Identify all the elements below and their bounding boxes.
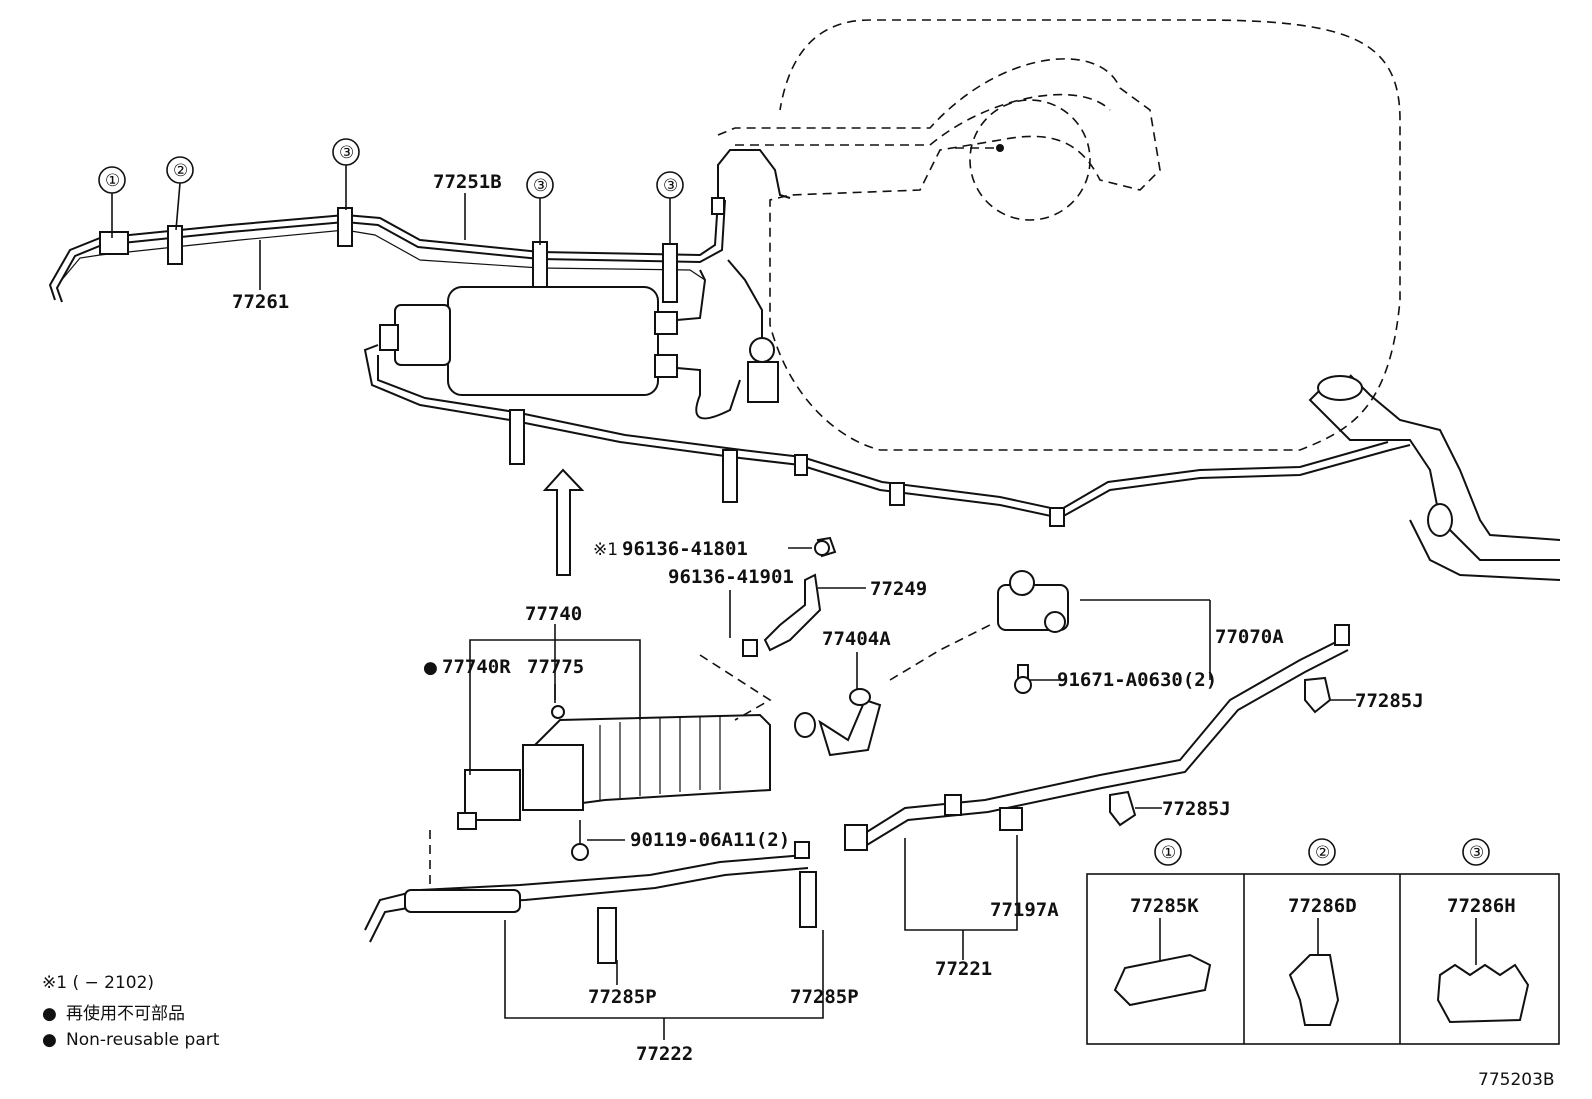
callout-3b: ③ <box>533 176 548 196</box>
legend-clip-77286D <box>1288 954 1340 1026</box>
clip-3a <box>337 207 353 247</box>
diagram-id: 775203B <box>1478 1070 1555 1090</box>
canister-leaders <box>469 624 641 775</box>
label-77740R: 77740R <box>442 656 511 678</box>
label-96136-41801: 96136-41801 <box>622 538 748 560</box>
labels: ① ② ③ ③ ③ 77251B 77261 ※1 96136-41801 96… <box>42 143 1555 1090</box>
fuel-tank-outline <box>717 19 1401 451</box>
upper-fuel-lines <box>48 149 791 303</box>
label-77285P-b: 77285P <box>790 986 859 1008</box>
upper-canister <box>379 259 779 420</box>
clip-3c <box>662 243 678 303</box>
nonreusable-dot-en: ● <box>42 1030 57 1050</box>
direction-arrow <box>542 468 585 576</box>
callout-markers <box>98 138 684 290</box>
legend-clip-77286H <box>1436 963 1530 1024</box>
callout-2: ② <box>173 161 188 181</box>
legend-clip-77285K <box>1113 953 1212 1007</box>
label-90119-06A11: 90119-06A11(2) <box>630 829 790 851</box>
clip-2 <box>167 225 183 265</box>
label-77251B: 77251B <box>433 171 502 193</box>
legend-box <box>1086 838 1560 1045</box>
vent-hose <box>363 344 1561 581</box>
lower-canister <box>457 705 771 861</box>
label-77249: 77249 <box>870 578 927 600</box>
label-77285J-a: 77285J <box>1355 690 1424 712</box>
label-77221: 77221 <box>935 958 992 980</box>
nonreusable-dot-jp: ● <box>42 1004 57 1024</box>
en-note: Non-reusable part <box>66 1030 220 1050</box>
label-77740: 77740 <box>525 603 582 625</box>
clip-1 <box>99 231 129 255</box>
tube-77222 <box>364 841 824 1040</box>
ref-note: ※1 ( − 2102) <box>42 973 154 993</box>
hose-77404A <box>794 652 882 757</box>
legend-callout-3: ③ <box>1469 843 1484 863</box>
legend-label-77286H: 77286H <box>1447 895 1516 917</box>
legend-callout-2: ② <box>1315 843 1330 863</box>
nonreusable-dot-77740R: ● <box>423 658 438 678</box>
label-96136-41901: 96136-41901 <box>668 566 794 588</box>
alignment-dashes <box>429 624 991 895</box>
label-77285J-b: 77285J <box>1162 798 1231 820</box>
label-91671-A0630: 91671-A0630(2) <box>1057 669 1217 691</box>
ref-mark: ※1 <box>593 540 618 560</box>
callout-3c: ③ <box>663 176 678 196</box>
legend-label-77285K: 77285K <box>1130 895 1199 917</box>
hose-77249-group <box>729 536 866 657</box>
callout-3a: ③ <box>339 143 354 163</box>
label-77404A: 77404A <box>822 628 891 650</box>
legend-callout-1: ① <box>1161 843 1176 863</box>
label-77222: 77222 <box>636 1043 693 1065</box>
label-77070A: 77070A <box>1215 626 1284 648</box>
label-77197A: 77197A <box>990 899 1059 921</box>
label-77261: 77261 <box>232 291 289 313</box>
valve-77070A <box>997 570 1211 694</box>
callout-1: ① <box>105 171 120 191</box>
legend-label-77286D: 77286D <box>1288 895 1357 917</box>
tube-77221 <box>844 624 1350 960</box>
label-77775: 77775 <box>527 656 584 678</box>
label-77285P-a: 77285P <box>588 986 657 1008</box>
clips-77285J <box>1109 676 1356 827</box>
jp-note: 再使用不可部品 <box>66 1003 185 1024</box>
